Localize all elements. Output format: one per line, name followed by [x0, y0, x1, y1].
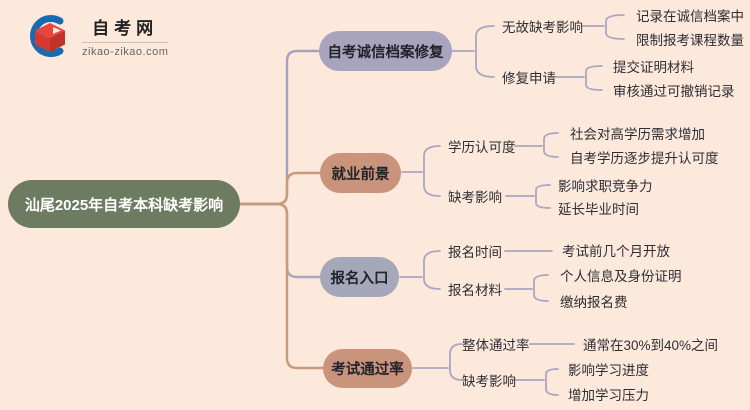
branch-node-label: 就业前景	[331, 166, 390, 183]
branch4-sub2-leaf-bracket	[512, 368, 559, 396]
branch1-connector	[238, 49, 321, 206]
site-logo-text: 自考网 zikao-zikao.com	[82, 14, 169, 58]
sub-topic: 报名时间	[448, 245, 502, 260]
sub-topic: 整体通过率	[462, 338, 530, 353]
root-node-label: 汕尾2025年自考本科缺考影响	[24, 196, 224, 214]
leaf-topic: 社会对高学历需求增加	[570, 127, 705, 142]
branch-node-credit-file-repair: 自考诚信档案修复	[319, 31, 452, 71]
branch1-sub2-leaf-bracket	[555, 65, 603, 91]
branch-node-registration-portal: 报名入口	[320, 257, 399, 297]
site-logo: 自考网 zikao-zikao.com	[26, 12, 169, 60]
sub-topic: 无故缺考影响	[502, 20, 583, 35]
branch4-sub-bracket	[412, 343, 463, 381]
branch-node-label: 自考诚信档案修复	[327, 44, 444, 61]
graduation-cap-icon	[30, 15, 65, 57]
leaf-topic: 增加学习压力	[568, 388, 649, 403]
sub-topic: 修复申请	[502, 71, 556, 86]
branch-node-pass-rate: 考试通过率	[323, 349, 412, 388]
leaf-topic: 自考学历逐步提升认可度	[570, 151, 719, 166]
leaf-topic: 个人信息及身份证明	[560, 269, 682, 284]
site-name: 自考网	[92, 19, 159, 38]
branch2-sub-bracket	[401, 145, 441, 197]
branch2-sub2-leaf-bracket	[505, 184, 551, 209]
branch-node-employment-outlook: 就业前景	[320, 153, 401, 193]
leaf-topic: 提交证明材料	[613, 60, 694, 75]
branch-node-label: 考试通过率	[331, 362, 404, 378]
leaf-topic: 影响求职竞争力	[558, 179, 653, 194]
branch3-sub2-leaf-bracket	[504, 274, 549, 302]
branch4-connector	[238, 202, 325, 370]
leaf-topic: 缴纳报名费	[560, 295, 628, 310]
branch3-connector	[238, 202, 322, 279]
leaf-topic: 延长毕业时间	[558, 202, 639, 217]
branch3-sub-bracket	[399, 250, 441, 290]
branch1-sub-bracket	[451, 25, 495, 78]
branch-node-label: 报名入口	[330, 270, 389, 287]
branch1-sub1-leaf-bracket	[581, 14, 625, 40]
leaf-topic: 审核通过可撤销记录	[613, 84, 735, 99]
sub-topic: 缺考影响	[462, 374, 516, 389]
leaf-topic: 限制报考课程数量	[636, 33, 744, 48]
sub-topic: 缺考影响	[448, 190, 502, 205]
leaf-topic: 影响学习进度	[568, 363, 649, 378]
branch2-sub1-leaf-bracket	[514, 132, 559, 158]
sub-topic: 学历认可度	[448, 140, 516, 155]
root-node: 汕尾2025年自考本科缺考影响	[8, 180, 240, 228]
leaf-topic: 记录在诚信档案中	[636, 9, 744, 24]
site-url: zikao-zikao.com	[82, 42, 169, 58]
sub-topic: 报名材料	[448, 283, 502, 298]
leaf-topic: 考试前几个月开放	[562, 244, 670, 259]
leaf-topic: 通常在30%到40%之间	[583, 338, 719, 353]
branch2-connector	[238, 171, 322, 206]
